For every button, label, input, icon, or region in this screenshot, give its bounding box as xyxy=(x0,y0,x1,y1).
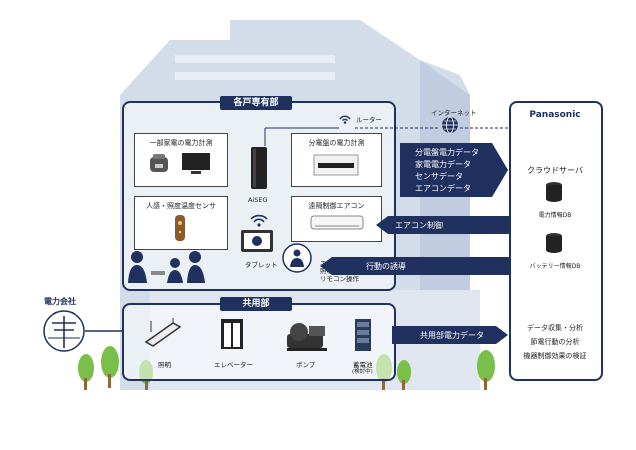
tablet-icon xyxy=(240,229,274,253)
battery-db-label: バッテリー情報DB xyxy=(529,263,581,270)
data-flow-item-2: 家電電力データ xyxy=(415,159,471,169)
tablet-label: タブレット xyxy=(245,261,278,269)
common-area-title: 共用部 xyxy=(220,297,292,311)
network-lines xyxy=(264,127,509,146)
remote-op-line-2: 照明 xyxy=(320,267,333,275)
sensor-title: 人感・照度温度センサ xyxy=(146,202,216,210)
power-db-icon xyxy=(545,181,563,203)
internet-globe-icon xyxy=(441,116,459,134)
battery-icon xyxy=(354,318,372,352)
aircon-control-arrow xyxy=(376,216,510,234)
aircon-title: 遠隔制御エアコン xyxy=(308,202,365,210)
power-db-label: 電力情報DB xyxy=(538,212,572,219)
battery-label: 蓄電池 xyxy=(353,361,373,369)
board-power-box: 分電盤の電力計測 xyxy=(291,133,382,187)
internet-label: インターネット xyxy=(431,109,477,117)
battery-db-icon xyxy=(545,232,563,254)
elevator-label: エレベーター xyxy=(214,361,253,369)
analysis-item-3: 機器制御効果の検証 xyxy=(523,352,587,360)
elevator-icon xyxy=(220,318,244,350)
distribution-board-icon xyxy=(313,154,359,176)
data-flow-arrow xyxy=(400,143,508,197)
wifi-icon xyxy=(249,212,269,227)
utility-line xyxy=(85,330,123,332)
analysis-item-1: データ収集・分析 xyxy=(527,324,583,332)
ground xyxy=(0,390,636,450)
family-illustration xyxy=(125,245,210,285)
remote-op-line-3: リモコン操作 xyxy=(320,275,359,283)
tv-icon xyxy=(181,152,211,176)
utility-company-label: 電力会社 xyxy=(44,297,76,306)
behavior-guidance-label: 行動の誘導 xyxy=(366,261,406,271)
pump-icon xyxy=(285,320,329,352)
panasonic-logo: Panasonic xyxy=(529,110,581,120)
battery-note: (検討中) xyxy=(352,369,373,375)
lighting-icon xyxy=(143,318,183,348)
behavior-guidance-arrow xyxy=(320,257,510,275)
window-row xyxy=(175,72,335,80)
sensor-device-icon xyxy=(173,214,187,242)
common-flow-label: 共用部電力データ xyxy=(420,330,484,340)
aircon-icon xyxy=(310,215,364,231)
lighting-label: 照明 xyxy=(158,361,171,369)
aiseg-device-icon xyxy=(248,146,270,191)
router-label: ルーター xyxy=(356,116,382,124)
panasonic-cloud-panel xyxy=(509,101,603,381)
router-icon xyxy=(337,110,353,124)
common-flow-arrow xyxy=(392,326,508,344)
pump-label: ポンプ xyxy=(296,361,316,369)
data-flow-item-1: 分電盤電力データ xyxy=(415,147,479,157)
window-row xyxy=(175,55,335,63)
analysis-item-2: 節電行動の分析 xyxy=(530,338,580,346)
sensor-box: 人感・照度温度センサ xyxy=(134,196,228,250)
data-flow-item-4: エアコンデータ xyxy=(415,183,471,193)
appliance-power-title: 一部家電の電力計測 xyxy=(149,139,213,147)
rice-cooker-icon xyxy=(149,152,169,174)
common-area-panel xyxy=(122,303,396,381)
remote-operation-icon xyxy=(282,243,312,273)
board-power-title: 分電盤の電力計測 xyxy=(308,139,365,147)
data-flow-item-3: センサデータ xyxy=(415,171,463,181)
aircon-control-label: エアコン制御 xyxy=(395,220,443,230)
aiseg-label: AiSEG xyxy=(248,196,268,204)
appliance-power-box: 一部家電の電力計測 xyxy=(134,133,228,187)
aircon-box: 遠隔制御エアコン xyxy=(291,196,382,242)
utility-pole-icon xyxy=(43,310,85,352)
cloud-server-title: クラウドサーバ xyxy=(527,166,583,175)
private-area-title: 各戸専有部 xyxy=(220,96,292,110)
